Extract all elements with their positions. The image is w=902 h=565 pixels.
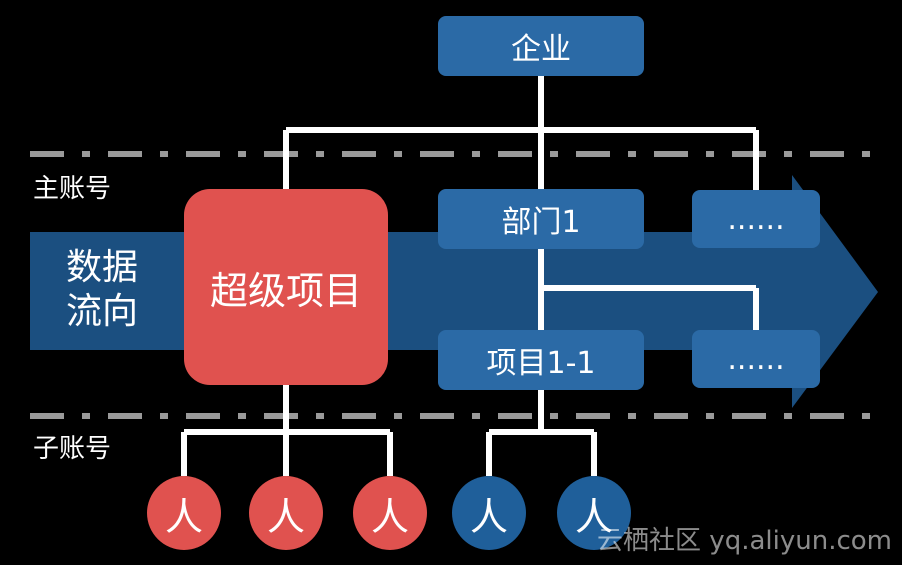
more-node-bottom: ......: [692, 330, 820, 388]
data-flow-line1: 数据: [66, 247, 139, 288]
enterprise-node: 企业: [438, 16, 644, 76]
connector-lines: [181, 76, 759, 476]
more-node-top: ......: [692, 190, 820, 248]
project-1-1-node: 项目1-1: [438, 330, 644, 390]
person-node: 人: [557, 476, 631, 550]
super-project-node: 超级项目: [184, 189, 388, 385]
person-node: 人: [452, 476, 526, 550]
sub-account-label: 子账号: [33, 434, 112, 464]
department-1-node: 部门1: [438, 189, 644, 249]
person-node: 人: [147, 476, 221, 550]
data-flow-line2: 流向: [66, 291, 139, 332]
person-node: 人: [353, 476, 427, 550]
person-node: 人: [249, 476, 323, 550]
watermark: 云栖社区 yq.aliyun.com: [597, 526, 892, 556]
data-flow-label: 数据 流向: [66, 246, 138, 334]
main-account-label: 主账号: [33, 174, 112, 204]
